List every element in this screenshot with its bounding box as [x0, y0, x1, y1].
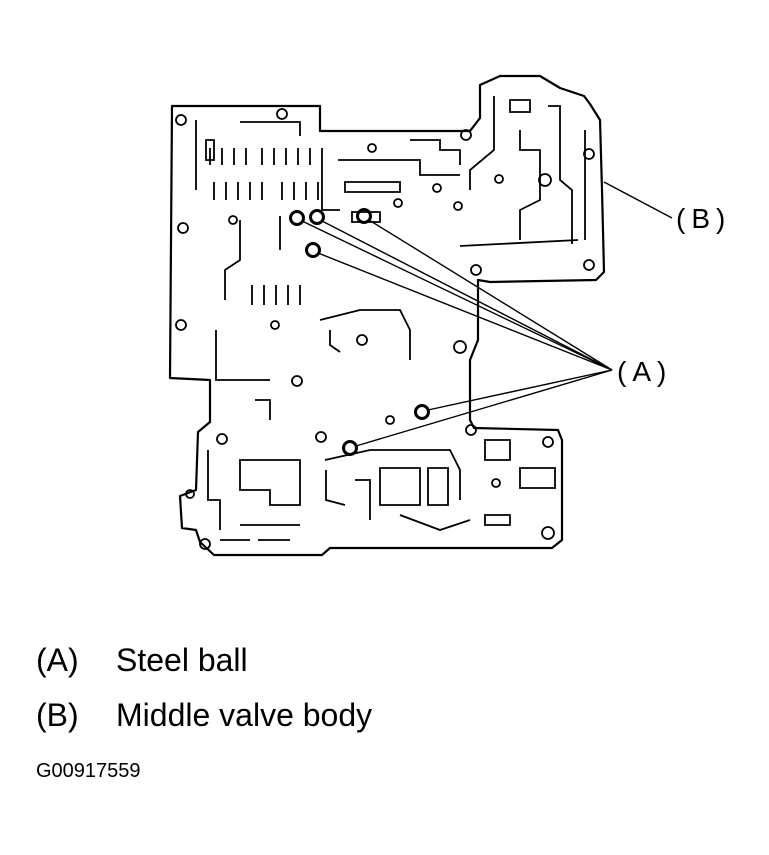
callout-a-label: (A)	[617, 356, 673, 387]
valve-body-diagram	[168, 74, 673, 557]
legend-item-middle-valve-body: (B) Middle valve body	[36, 697, 372, 734]
steel-balls	[289, 208, 430, 456]
valve-body-outline	[168, 74, 606, 557]
leader-lines-a	[301, 219, 613, 447]
legend-key: (A)	[36, 642, 79, 678]
leader-line-b	[603, 181, 673, 219]
bolt-holes	[175, 108, 595, 550]
legend-key: (B)	[36, 697, 79, 733]
figure-code: G00917559	[36, 760, 141, 782]
legend-label: Middle valve body	[116, 697, 373, 733]
legend-item-steel-ball: (A) Steel ball	[36, 642, 248, 679]
legend-label: Steel ball	[116, 642, 248, 678]
callout-b-label: (B)	[676, 203, 732, 234]
